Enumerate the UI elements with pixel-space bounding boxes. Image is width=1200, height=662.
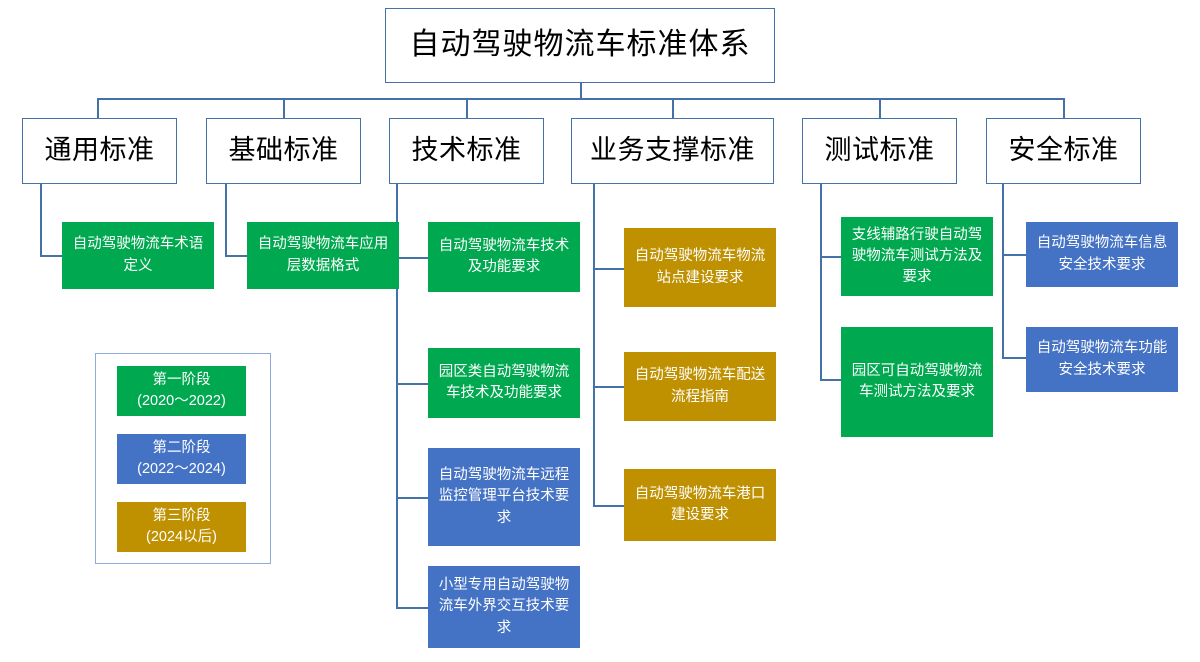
connector-drop-safety [1063, 98, 1065, 118]
connector-stub-business-2 [593, 505, 624, 507]
legend-item-phase2-text: 第二阶段 (2022～2024) [117, 438, 246, 480]
leaf-business-1-label: 自动驾驶物流车配送流程指南 [634, 367, 766, 405]
connector-stub-safety-0 [1002, 254, 1026, 256]
leaf-test-0[interactable]: 支线辅路行驶自动驾驶物流车测试方法及要求 [841, 217, 993, 296]
leaf-technical-2-label: 自动驾驶物流车远程监控管理平台技术要求 [438, 467, 570, 526]
connector-drop-basic [283, 98, 285, 118]
connector-stub-technical-2 [396, 497, 428, 499]
connector-trunk-test [820, 184, 822, 380]
legend-item-phase3-period: (2024以后) [146, 529, 217, 545]
leaf-business-2-label: 自动驾驶物流车港口建设要求 [634, 485, 766, 523]
connector-stub-business-1 [593, 386, 624, 388]
leaf-safety-1-label: 自动驾驶物流车功能安全技术要求 [1036, 340, 1168, 378]
leaf-safety-1[interactable]: 自动驾驶物流车功能安全技术要求 [1026, 327, 1178, 392]
leaf-technical-0-label: 自动驾驶物流车技术及功能要求 [438, 237, 570, 275]
leaf-general-0[interactable]: 自动驾驶物流车术语定义 [62, 222, 214, 289]
leaf-safety-0[interactable]: 自动驾驶物流车信息安全技术要求 [1026, 222, 1178, 287]
category-label-basic: 基础标准 [228, 135, 339, 166]
legend-item-phase3-text: 第三阶段 (2024以后) [117, 506, 246, 548]
connector-stub-test-1 [820, 379, 841, 381]
category-label-general: 通用标准 [44, 135, 155, 166]
leaf-safety-0-label: 自动驾驶物流车信息安全技术要求 [1036, 235, 1168, 273]
connector-drop-technical [466, 98, 468, 118]
category-node-technical[interactable]: 技术标准 [389, 118, 544, 184]
category-label-technical: 技术标准 [411, 135, 522, 166]
connector-trunk-general [40, 184, 42, 256]
connector-trunk-technical [396, 184, 398, 608]
legend-item-phase2-period: (2022～2024) [137, 461, 226, 477]
leaf-general-0-label: 自动驾驶物流车术语定义 [72, 236, 204, 274]
leaf-test-1-label: 园区可自动驾驶物流车测试方法及要求 [851, 362, 983, 400]
leaf-technical-3-label: 小型专用自动驾驶物流车外界交互技术要求 [438, 577, 570, 636]
connector-root-stem [580, 83, 582, 99]
connector-main-bus [97, 98, 1064, 100]
leaf-technical-1[interactable]: 园区类自动驾驶物流车技术及功能要求 [428, 348, 580, 418]
leaf-business-0[interactable]: 自动驾驶物流车物流站点建设要求 [624, 228, 776, 307]
category-label-business: 业务支撑标准 [590, 135, 755, 166]
leaf-technical-0[interactable]: 自动驾驶物流车技术及功能要求 [428, 222, 580, 292]
leaf-technical-1-label: 园区类自动驾驶物流车技术及功能要求 [438, 363, 570, 401]
leaf-basic-0-label: 自动驾驶物流车应用层数据格式 [257, 236, 389, 274]
category-node-general[interactable]: 通用标准 [22, 118, 177, 184]
connector-stub-business-0 [593, 268, 624, 270]
leaf-technical-3[interactable]: 小型专用自动驾驶物流车外界交互技术要求 [428, 566, 580, 648]
connector-drop-test [879, 98, 881, 118]
connector-stub-general-0 [40, 255, 62, 257]
legend-item-phase1-period: (2020～2022) [137, 393, 226, 409]
legend-item-phase1[interactable]: 第一阶段 (2020～2022) [117, 366, 246, 416]
category-node-basic[interactable]: 基础标准 [206, 118, 361, 184]
legend-item-phase2-title: 第二阶段 [152, 439, 211, 456]
legend-item-phase2[interactable]: 第二阶段 (2022～2024) [117, 434, 246, 484]
connector-trunk-safety [1002, 184, 1004, 358]
legend-item-phase1-text: 第一阶段 (2020～2022) [117, 370, 246, 412]
leaf-business-2[interactable]: 自动驾驶物流车港口建设要求 [624, 469, 776, 541]
connector-drop-business [672, 98, 674, 118]
category-label-test: 测试标准 [824, 135, 935, 166]
leaf-business-1[interactable]: 自动驾驶物流车配送流程指南 [624, 352, 776, 421]
connector-stub-safety-1 [1002, 357, 1026, 359]
connector-stub-technical-3 [396, 607, 428, 609]
connector-stub-basic-0 [225, 255, 247, 257]
legend-item-phase3[interactable]: 第三阶段 (2024以后) [117, 502, 246, 552]
leaf-test-0-label: 支线辅路行驶自动驾驶物流车测试方法及要求 [851, 226, 983, 285]
leaf-business-0-label: 自动驾驶物流车物流站点建设要求 [634, 248, 766, 286]
root-node-label: 自动驾驶物流车标准体系 [409, 28, 751, 62]
connector-trunk-business [593, 184, 595, 506]
category-node-business[interactable]: 业务支撑标准 [571, 118, 774, 184]
category-node-test[interactable]: 测试标准 [802, 118, 957, 184]
leaf-test-1[interactable]: 园区可自动驾驶物流车测试方法及要求 [841, 327, 993, 437]
legend-item-phase3-title: 第三阶段 [152, 507, 211, 524]
category-node-safety[interactable]: 安全标准 [986, 118, 1141, 184]
connector-drop-general [97, 98, 99, 118]
connector-trunk-basic [225, 184, 227, 256]
leaf-basic-0[interactable]: 自动驾驶物流车应用层数据格式 [247, 222, 399, 289]
legend-item-phase1-title: 第一阶段 [152, 371, 211, 388]
connector-stub-test-0 [820, 256, 841, 258]
category-label-safety: 安全标准 [1008, 135, 1119, 166]
leaf-technical-2[interactable]: 自动驾驶物流车远程监控管理平台技术要求 [428, 448, 580, 546]
root-node[interactable]: 自动驾驶物流车标准体系 [385, 8, 775, 83]
connector-stub-technical-0 [396, 257, 428, 259]
connector-stub-technical-1 [396, 383, 428, 385]
